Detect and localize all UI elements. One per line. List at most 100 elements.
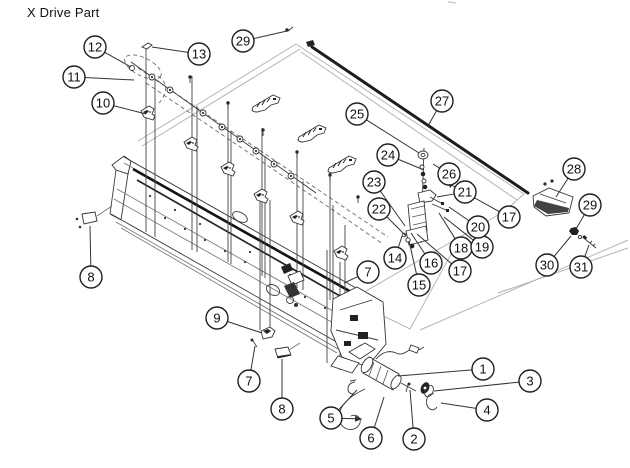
leader-line-1 xyxy=(397,369,473,377)
balloon-number-13: 13 xyxy=(192,47,206,62)
balloon-27 xyxy=(430,89,454,113)
leader-line-14 xyxy=(397,235,403,248)
belt-piece-4 xyxy=(426,393,438,411)
callout-10: 10 xyxy=(91,91,147,115)
callout-15: 15 xyxy=(407,240,431,297)
leader-line-16 xyxy=(410,232,426,255)
leader-line-26 xyxy=(432,163,440,169)
balloon-20 xyxy=(466,215,490,239)
balloon-29b xyxy=(578,193,602,217)
balloon-28 xyxy=(562,157,586,181)
balloon-4 xyxy=(475,398,499,422)
slider-clamps xyxy=(251,94,357,174)
balloon-number-2: 2 xyxy=(410,432,417,447)
balloon-26 xyxy=(437,162,461,186)
nut-29 xyxy=(569,227,579,235)
balloon-17b xyxy=(448,259,472,283)
tension-pulley xyxy=(417,150,429,160)
callout-12: 12 xyxy=(83,35,132,68)
callout-5: 5 xyxy=(319,389,363,430)
balloon-number-27: 27 xyxy=(435,94,449,109)
callout-31: 31 xyxy=(569,244,593,279)
balloon-11 xyxy=(62,65,86,89)
screw-31 xyxy=(582,234,597,249)
callout-23: 23 xyxy=(362,170,406,227)
bottom-fasteners xyxy=(250,326,301,359)
balloon-number-9: 9 xyxy=(213,311,220,326)
balloon-number-7a: 7 xyxy=(364,265,371,280)
balloon-number-1: 1 xyxy=(479,362,486,377)
balloon-number-30: 30 xyxy=(540,258,554,273)
leader-line-20 xyxy=(448,206,470,222)
callout-21: 21 xyxy=(436,180,477,204)
leader-line-12 xyxy=(104,51,132,68)
callout-17b: 17 xyxy=(416,233,472,283)
x-belt xyxy=(306,40,530,195)
floating-screws xyxy=(141,26,361,204)
callout-16: 16 xyxy=(410,232,443,275)
balloon-8b xyxy=(270,397,294,421)
balloon-22 xyxy=(367,197,391,221)
screw-7b xyxy=(250,338,258,348)
cable-clamp-5 xyxy=(347,379,357,395)
leader-line-27 xyxy=(427,110,438,127)
leader-line-7a xyxy=(343,276,359,284)
tensioner-assembly xyxy=(401,147,449,249)
balloon-number-20: 20 xyxy=(471,220,485,235)
balloon-8a xyxy=(79,265,103,289)
callout-22: 22 xyxy=(367,197,407,237)
balloon-number-8b: 8 xyxy=(278,402,285,417)
motor-assembly xyxy=(338,342,438,430)
leader-line-21 xyxy=(436,193,455,198)
right-frame-fasteners xyxy=(569,227,597,249)
callout-2: 2 xyxy=(402,389,426,451)
callout-29a: 29 xyxy=(231,29,288,53)
callout-26: 26 xyxy=(432,162,461,186)
leader-line-2 xyxy=(409,389,414,429)
balloon-number-17a: 17 xyxy=(502,210,516,225)
callout-14: 14 xyxy=(383,235,407,270)
page-title: X Drive Part xyxy=(27,5,100,20)
balloon-24 xyxy=(376,143,400,167)
leader-line-31 xyxy=(584,244,590,257)
balloon-number-25: 25 xyxy=(350,107,364,122)
balloon-number-26: 26 xyxy=(442,167,456,182)
leader-line-6 xyxy=(373,396,385,428)
leader-line-3 xyxy=(433,381,520,392)
leader-line-8a xyxy=(89,225,92,267)
callout-4: 4 xyxy=(440,398,499,422)
balloon-25 xyxy=(345,102,369,126)
balloon-number-29b: 29 xyxy=(583,198,597,213)
screw-2 xyxy=(405,382,411,393)
callout-28: 28 xyxy=(555,157,586,198)
callout-30: 30 xyxy=(535,235,572,277)
balloon-5 xyxy=(319,406,343,430)
balloon-13 xyxy=(187,42,211,66)
callout-7a: 7 xyxy=(343,260,380,284)
callout-6: 6 xyxy=(359,396,385,450)
callout-29b: 29 xyxy=(575,193,602,230)
scan-artifact xyxy=(447,1,457,4)
balloon-14 xyxy=(383,246,407,270)
balloon-number-29a: 29 xyxy=(236,34,250,49)
balloon-number-22: 22 xyxy=(372,202,386,217)
dashed-guide-lines xyxy=(124,54,389,245)
balloon-number-24: 24 xyxy=(381,148,395,163)
balloon-23 xyxy=(362,170,386,194)
leader-line-29a xyxy=(253,30,288,40)
balloon-29a xyxy=(231,29,255,53)
balloon-12 xyxy=(83,35,107,59)
callout-11: 11 xyxy=(62,65,135,89)
balloon-number-6: 6 xyxy=(367,431,374,446)
clip-13 xyxy=(141,42,153,50)
callout-27: 27 xyxy=(427,89,454,127)
leader-line-17b xyxy=(416,233,452,265)
callout-9: 9 xyxy=(205,306,263,334)
balloon-number-21: 21 xyxy=(458,185,472,200)
left-bracket-8 xyxy=(75,205,113,229)
balloon-number-28: 28 xyxy=(567,162,581,177)
callout-8a: 8 xyxy=(79,225,103,289)
leader-line-15 xyxy=(408,240,418,275)
